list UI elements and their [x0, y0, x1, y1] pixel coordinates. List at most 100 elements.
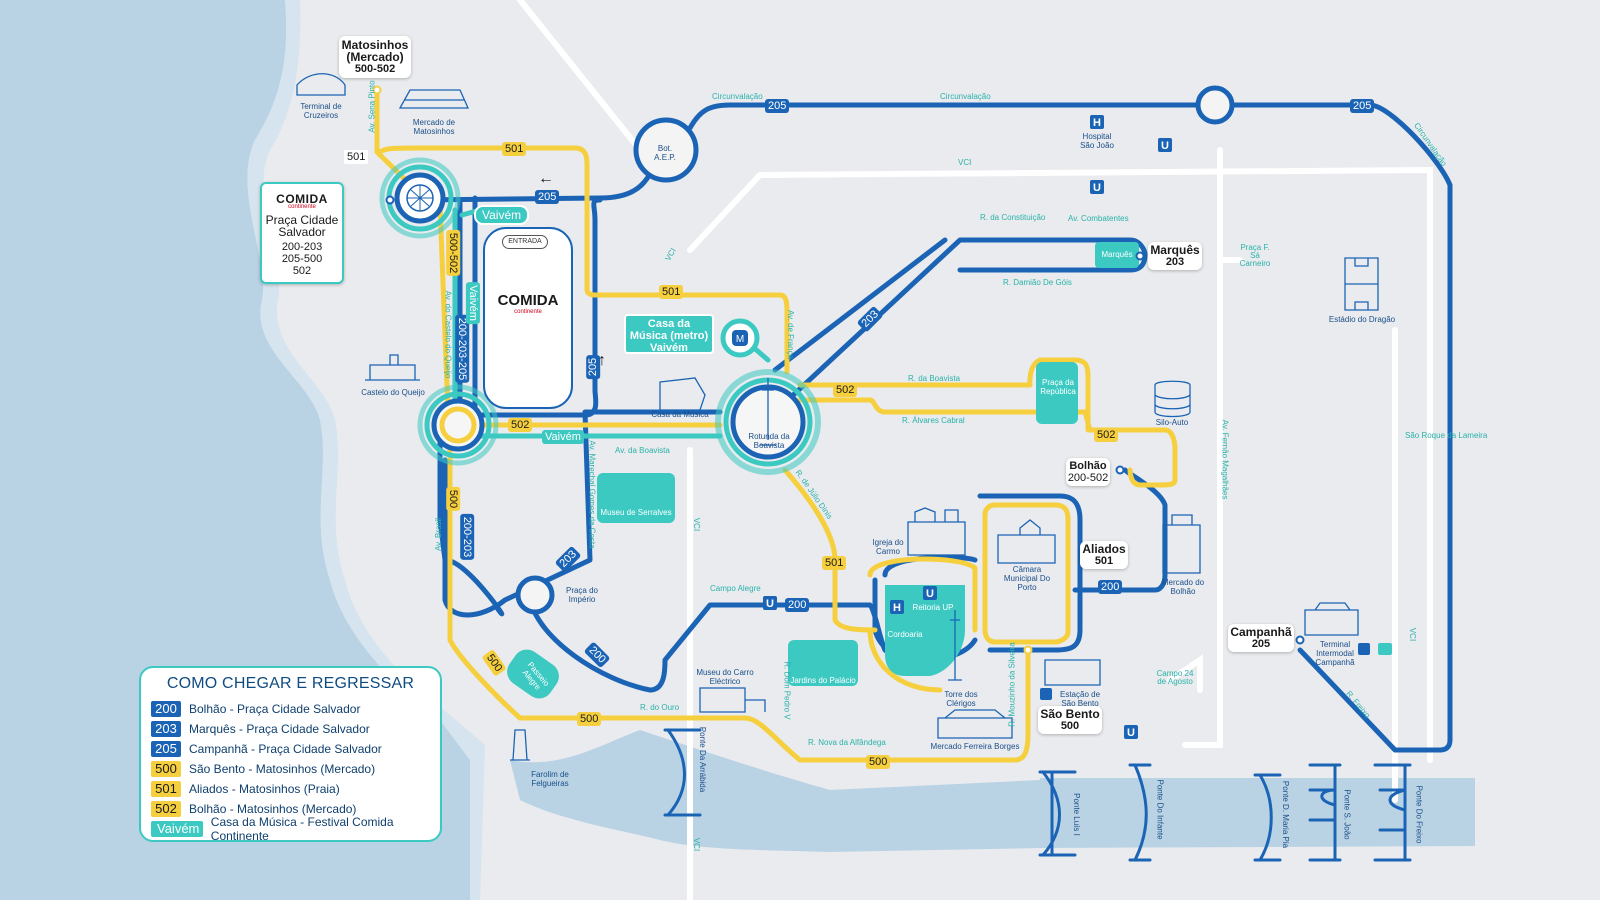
- street-label: Av. do Castelo do Queijo: [443, 290, 453, 379]
- poi-castelo-queijo: Castelo do Queijo: [361, 388, 425, 397]
- svg-text:H: H: [893, 602, 901, 614]
- route-tag-501: 501: [502, 142, 527, 156]
- poi-rotunda-boavista: Rotunda da Boavista: [748, 432, 790, 450]
- poi-silo-auto: Silo-Auto: [1155, 418, 1189, 427]
- legend-text: Aliados - Matosinhos (Praia): [189, 782, 340, 796]
- poi-estacao-sao-bento: Estação de São Bento: [1059, 690, 1101, 708]
- vaivem-tag: Vaivém: [474, 205, 530, 225]
- stop-bolhao[interactable]: Bolhão 200-502: [1066, 458, 1110, 486]
- street-label: Av. Sena Pinto: [367, 80, 377, 133]
- stop-title-line2: Música (metro): [629, 330, 709, 342]
- poi-terminal-cruzeiros: Terminal de Cruzeiros: [300, 102, 342, 120]
- legend-row-205: 205 Campanhã - Praça Cidade Salvador: [151, 739, 440, 759]
- street-label: R. Mouzinho da Silveira: [1007, 642, 1017, 727]
- map-symbols: H U U U U H U: [763, 115, 1392, 739]
- stop-aliados[interactable]: Aliados 501: [1080, 541, 1128, 569]
- route-tag-205: 205: [765, 99, 790, 113]
- street-label: São Roque da Lameira: [1405, 431, 1488, 440]
- svg-text:U: U: [1127, 727, 1135, 739]
- street-label: R. da Constituição: [980, 213, 1046, 222]
- roundabout-praca-cidade-salvador: [379, 157, 461, 239]
- street-label: Av. Marechal Gomes da Costa: [587, 440, 597, 549]
- street-label: R. Dom Pedro V: [782, 661, 792, 720]
- street-label: Av. Fernão Magalhães: [1220, 419, 1230, 500]
- stop-marques[interactable]: Marquês 203: [1148, 242, 1202, 270]
- marques-square: [1095, 242, 1139, 268]
- poi-ponte-sao-joao: Ponte S. João: [1342, 789, 1352, 840]
- stop-lines: 203: [1165, 256, 1185, 268]
- svg-text:M: M: [736, 334, 744, 345]
- poi-praca-republica: Praça da República: [1040, 378, 1076, 396]
- yellow-routes: [374, 87, 1178, 763]
- poi-cordoaria: Cordoaria: [887, 630, 923, 639]
- poi-ponte-maria-pia: Ponte D. Maria Pia: [1281, 780, 1291, 849]
- stop-sao-bento[interactable]: São Bento 500: [1038, 706, 1102, 734]
- stop-campanha[interactable]: Campanhã 205: [1228, 624, 1294, 652]
- roundabout-circunvalacao: [1195, 85, 1235, 125]
- legend-text: Bolhão - Matosinhos (Mercado): [189, 802, 357, 816]
- cordoaria-area: [885, 585, 965, 676]
- vaivem-tag: Vaivém: [542, 430, 584, 444]
- serralves-area: [597, 473, 675, 523]
- poi-jardins-palacio: Jardins do Palácio: [790, 676, 856, 685]
- poi-praca-imperio: Praça do Império: [565, 586, 599, 604]
- stop-praca-cidade-salvador[interactable]: COMIDA continente Praça Cidade Salvador …: [260, 182, 344, 284]
- stop-title-line2: (Mercado): [346, 50, 404, 64]
- poi-casa-da-musica: Casa da Música: [651, 410, 709, 419]
- route-tag-200-203: 200-203: [460, 513, 475, 561]
- route-tag-205: 205: [1350, 99, 1375, 113]
- route-tag-500-502: 500-502: [446, 229, 461, 277]
- stop-title-line3: Vaivém: [650, 342, 688, 354]
- route-tag-500: 500: [577, 712, 602, 726]
- festival-comida-logo: COMIDA: [497, 292, 559, 309]
- stop-title: Aliados: [1082, 542, 1126, 556]
- roads: [517, 0, 1433, 900]
- poi-mercado-bolhao: Mercado do Bolhão: [1161, 578, 1205, 596]
- street-label: VCI: [1408, 627, 1418, 642]
- stop-lines: 500: [1060, 720, 1080, 732]
- poi-mercado-ferreira-borges: Mercado Ferreira Borges: [930, 742, 1020, 751]
- street-label: Campo 24 de Agosto: [1156, 669, 1194, 686]
- poi-farolim-felgueiras: Farolim de Felgueiras: [531, 770, 569, 788]
- metro-icon: [732, 330, 748, 346]
- stop-title: Campanhã: [1230, 625, 1292, 639]
- poi-terminal-campanha: Terminal Intermodal Campanhã: [1315, 640, 1355, 667]
- stop-casa-da-musica-metro[interactable]: Casa da Música (metro) Vaivém: [624, 314, 714, 354]
- legend-text: São Bento - Matosinhos (Mercado): [189, 762, 376, 776]
- street-label: R. Nova da Alfândega: [808, 738, 886, 747]
- stop-markers: [372, 85, 1305, 655]
- route-tag-200: 200: [1098, 580, 1123, 594]
- route-tag-500: 500: [446, 486, 461, 512]
- legend-text: Marquês - Praça Cidade Salvador: [189, 722, 370, 736]
- street-label: Av. de França: [786, 309, 796, 360]
- legend-badge: 502: [151, 801, 181, 817]
- poi-ponte-freixo: Ponte Do Freixo: [1414, 785, 1424, 844]
- route-tag-502: 502: [833, 383, 858, 397]
- poi-museu-serralves: Museu de Serralves: [600, 508, 672, 517]
- route-tag-200-203-205: 200-203-205: [455, 314, 470, 384]
- legend-title: COMO CHEGAR E REGRESSAR: [166, 675, 415, 692]
- stop-lines: 502: [292, 265, 312, 277]
- poi-mercado-matosinhos: Mercado de Matosinhos: [412, 118, 456, 136]
- poi-estadio-dragao: Estádio do Dragão: [1328, 315, 1396, 324]
- stop-lines: 200-203: [281, 241, 323, 253]
- stop-matosinhos[interactable]: Matosinhos (Mercado) 500-502: [339, 36, 411, 78]
- street-label: Av. Combatentes: [1068, 214, 1129, 223]
- route-tag-200: 200: [785, 598, 810, 612]
- stop-title-line2: Salvador: [278, 225, 326, 239]
- stop-title: Praça Cidade: [265, 213, 339, 227]
- stop-lines: 500-502: [354, 63, 396, 75]
- legend-text: Campanhã - Praça Cidade Salvador: [189, 742, 382, 756]
- street-label: Av. Brasil: [434, 517, 444, 552]
- route-tag-502: 502: [508, 418, 533, 432]
- svg-text:U: U: [766, 598, 774, 610]
- poi-ponte-arrabida: Ponte Da Arrábida: [698, 726, 708, 793]
- route-tag-500: 500: [866, 755, 891, 769]
- legend-badge: 205: [151, 741, 181, 757]
- street-label: VCI: [958, 158, 972, 167]
- street-label: VCI: [692, 837, 702, 852]
